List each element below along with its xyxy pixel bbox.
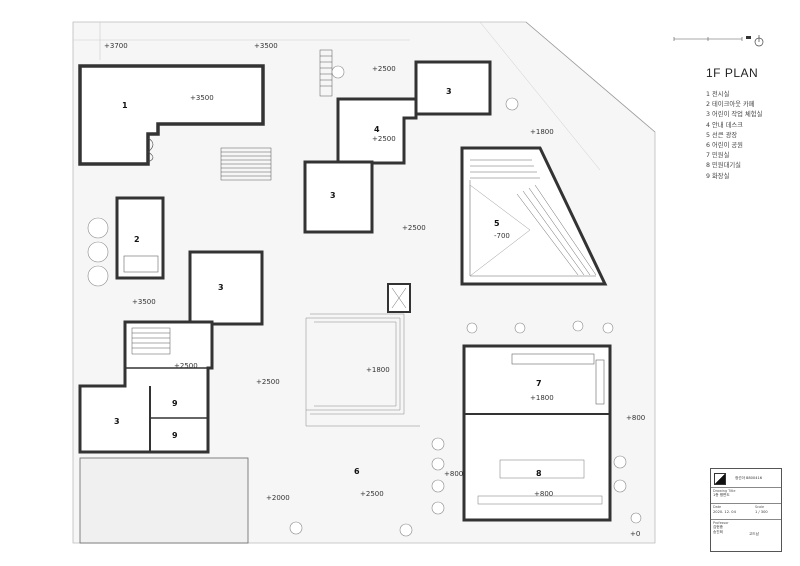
room-numbers: 1 2 3 4 3 5 3 3 9 9 7 6 8 [114,87,542,478]
room-3-top-walls [414,60,492,116]
room-number-3-left: 3 [218,283,224,292]
level-800-right: +800 [626,414,645,422]
room-2-counter [123,255,159,273]
level-2500-mid: +2500 [402,224,426,232]
legend-item: 1 전시실 [706,91,730,98]
professor-name-1: 김현종 [713,525,723,529]
level-3500-room1: +3500 [190,94,214,102]
level-3700: +3700 [104,42,128,50]
level-3500-left: +3500 [132,298,156,306]
level-1800-room7: +1800 [530,394,554,402]
professor-row: Professor 김현종 송진희 고드남 [711,519,781,549]
level-3500-top: +3500 [254,42,278,50]
drawing-title-value: 1층 평면도 [713,493,730,497]
site-diagonal-line [525,21,656,133]
legend-item: 9 화장실 [706,172,730,180]
date-value: 2020. 12. 04 [713,510,736,514]
professor-label: Professor [713,521,729,525]
elevator-cross [391,287,407,309]
room-number-6: 6 [354,467,360,476]
date-label: Date [713,505,722,509]
drawing-title-label: Drawing Title [713,489,736,493]
room-8-seating [477,459,603,505]
legend-list: 1 전시실 2 테이크아웃 카페 3 어린이 작업 체험실 4 안내 데스크 5… [706,90,796,182]
legend-item: 8 민원대기실 [706,162,741,170]
level-2500-bottom: +2500 [360,490,384,498]
room-1-door [147,137,154,163]
legend-item: 3 어린이 작업 체험실 [706,111,763,119]
level-minus-700: -700 [494,232,510,240]
room-2-walls [115,196,165,280]
room-3-mid-walls [303,160,374,234]
title-block-logo [714,473,726,485]
left-block-walls [78,320,214,454]
room-number-2: 2 [134,235,140,244]
level-2500-left: +2500 [174,362,198,370]
room-number-1: 1 [122,101,128,110]
plan-legend: 1F PLAN 1 전시실 2 테이크아웃 카페 3 어린이 작업 체험실 4 … [706,66,796,182]
level-1800-top: +1800 [530,128,554,136]
title-block-mark: 고드남 [749,532,759,536]
room-7-8-walls [462,344,612,522]
trees [87,65,642,537]
level-0: +0 [630,530,640,538]
room-number-3-mid: 3 [330,191,336,200]
room-number-5: 5 [494,219,500,228]
room-number-3-top: 3 [446,87,452,96]
room-number-7: 7 [536,379,542,388]
legend-item: 7 민원실 [706,152,730,160]
professor-name-2: 송진희 [713,530,723,534]
stairs-top-left [220,147,272,181]
level-2000: +2000 [266,494,290,502]
room-number-9-a: 9 [172,399,178,408]
level-800-room8: +800 [534,490,553,498]
level-2500-room4: +2500 [372,135,396,143]
title-block-name: 정선아 8800416 [735,476,763,480]
level-800-bottom: +800 [444,470,463,478]
room-3-left-walls [188,250,264,326]
room-number-3-bottom: 3 [114,417,120,426]
scale-value: 1 / 300 [755,510,768,514]
room-number-4: 4 [374,125,380,134]
room-1-walls [78,64,265,166]
room-number-9-b: 9 [172,431,178,440]
level-2500-top: +2500 [372,65,396,73]
level-labels: +3700 +3500 +2500 +3500 +2500 +1800 +250… [104,42,645,538]
room-5-triangle [469,184,531,277]
scale-label: Scale [755,505,765,509]
central-ramp [305,313,420,427]
legend-item: 5 선큰 광장 [706,131,738,139]
legend-item: 6 어린이 공원 [706,142,743,150]
scale-bar [673,35,764,47]
level-2500-center: +2500 [256,378,280,386]
legend-item: 4 안내 데스크 [706,121,743,129]
level-1800-center: +1800 [366,366,390,374]
legend-item: 2 테이크아웃 카페 [706,101,755,109]
date-scale-row: Date 2020. 12. 04 Scale 1 / 300 [711,503,781,517]
title-block: 정선아 8800416 Drawing Title 1층 평면도 Date 20… [710,468,782,552]
site-diagonal-line-inner [479,21,601,171]
legend-title: 1F PLAN [706,66,759,80]
drawing-title-row: Drawing Title 1층 평면도 [711,487,781,501]
room-number-8: 8 [536,469,542,478]
stairs-left-block [131,327,171,355]
room-7-counter [511,353,605,405]
bottom-left-building [79,457,249,544]
